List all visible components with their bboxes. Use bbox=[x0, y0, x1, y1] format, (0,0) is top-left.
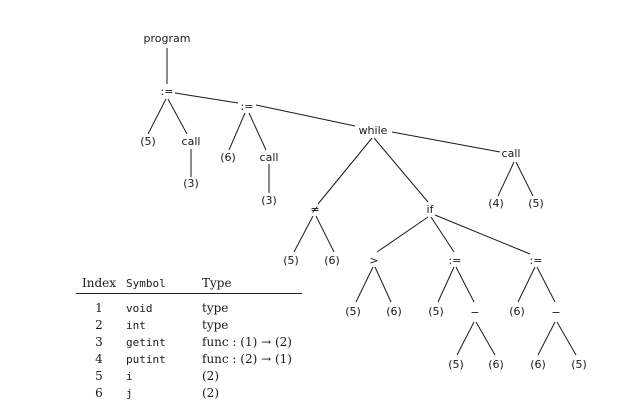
edge-call3-left bbox=[497, 161, 515, 197]
row-symbol: getint bbox=[126, 336, 166, 349]
row-symbol: void bbox=[126, 302, 153, 315]
node-m1-left: (5) bbox=[448, 358, 464, 371]
row-type: type bbox=[202, 301, 229, 315]
node-minus-1: − bbox=[470, 306, 479, 319]
edge-minus1-right bbox=[475, 321, 496, 356]
edge-neq-right bbox=[315, 215, 335, 253]
row-index: 1 bbox=[95, 301, 103, 315]
edge-assign1-call bbox=[167, 98, 188, 135]
row-type: type bbox=[202, 318, 229, 332]
row-type: func : (1) → (2) bbox=[202, 335, 292, 349]
edge-minus2-left bbox=[537, 321, 556, 356]
edge-while-call3 bbox=[391, 131, 501, 153]
row-symbol: i bbox=[126, 370, 133, 383]
edge-gt-left bbox=[355, 266, 374, 303]
row-symbol: int bbox=[126, 319, 146, 332]
edge-assign1-assign2 bbox=[174, 92, 239, 104]
tree-nodes: program := (5) call (3) := (6) call (3) … bbox=[140, 32, 587, 371]
edge-assign2-left bbox=[228, 112, 246, 151]
edge-while-neq bbox=[317, 137, 373, 205]
node-call-3: call bbox=[502, 147, 521, 160]
node-c3-right: (5) bbox=[528, 197, 544, 210]
edge-assign2-call bbox=[248, 112, 267, 151]
node-program: program bbox=[144, 32, 191, 45]
node-assign-1: := bbox=[161, 85, 174, 98]
node-gt: > bbox=[369, 254, 378, 267]
node-a1-call-arg: (3) bbox=[183, 177, 199, 190]
table-row: 4 putint func : (2) → (1) bbox=[76, 351, 302, 368]
edge-if-gt bbox=[376, 216, 429, 253]
table-row: 6 j (2) bbox=[76, 385, 302, 402]
edge-assign3-minus bbox=[455, 266, 475, 303]
edge-assign3-left bbox=[437, 266, 455, 303]
header-type: Type bbox=[202, 276, 302, 294]
node-while: while bbox=[359, 124, 388, 137]
edge-assign2-while bbox=[255, 104, 356, 127]
row-index: 6 bbox=[95, 386, 103, 400]
node-gt-left: (5) bbox=[345, 305, 361, 318]
tree-edges bbox=[147, 48, 577, 356]
node-a1-call: call bbox=[182, 135, 201, 148]
row-index: 4 bbox=[95, 352, 103, 366]
edge-assign1-left bbox=[147, 98, 167, 135]
node-m2-left: (6) bbox=[530, 358, 546, 371]
row-index: 5 bbox=[95, 369, 103, 383]
node-neq-right: (6) bbox=[324, 254, 340, 267]
node-a1-left: (5) bbox=[140, 135, 156, 148]
node-a3-left: (5) bbox=[428, 305, 444, 318]
row-index: 2 bbox=[95, 318, 103, 332]
table-row: 2 int type bbox=[76, 317, 302, 334]
node-m1-right: (6) bbox=[488, 358, 504, 371]
edge-gt-right bbox=[374, 266, 392, 303]
row-type: (2) bbox=[202, 369, 219, 383]
row-index: 3 bbox=[95, 335, 103, 349]
node-neq: ≠ bbox=[310, 203, 319, 216]
table-row: 3 getint func : (1) → (2) bbox=[76, 334, 302, 351]
node-a2-left: (6) bbox=[220, 151, 236, 164]
node-a4-left: (6) bbox=[509, 305, 525, 318]
edge-assign4-left bbox=[517, 266, 536, 303]
node-c3-left: (4) bbox=[488, 197, 504, 210]
node-assign-3: := bbox=[449, 254, 462, 267]
row-symbol: putint bbox=[126, 353, 166, 366]
row-type: (2) bbox=[202, 386, 219, 400]
row-symbol: j bbox=[126, 387, 133, 400]
node-neq-left: (5) bbox=[283, 254, 299, 267]
edge-minus2-right bbox=[556, 321, 577, 356]
header-index: Index bbox=[76, 276, 122, 294]
symbol-table-header: Index Symbol Type bbox=[76, 276, 302, 294]
node-a2-call-arg: (3) bbox=[261, 194, 277, 207]
edge-minus1-left bbox=[456, 321, 475, 356]
node-if: if bbox=[427, 203, 435, 216]
node-gt-right: (6) bbox=[386, 305, 402, 318]
edge-assign4-minus bbox=[536, 266, 556, 303]
edge-if-assign4 bbox=[434, 214, 531, 255]
table-row: 1 void type bbox=[76, 294, 302, 318]
symbol-table: Index Symbol Type 1 void type 2 int type… bbox=[76, 276, 302, 402]
edge-neq-left bbox=[293, 215, 314, 253]
node-assign-2: := bbox=[241, 100, 254, 113]
row-type: func : (2) → (1) bbox=[202, 352, 292, 366]
table-row: 5 i (2) bbox=[76, 368, 302, 385]
edge-while-if bbox=[373, 137, 429, 203]
edge-call3-right bbox=[515, 161, 534, 197]
node-minus-2: − bbox=[551, 306, 560, 319]
node-assign-4: := bbox=[530, 254, 543, 267]
node-a2-call: call bbox=[260, 151, 279, 164]
edge-if-assign3 bbox=[430, 216, 455, 253]
node-m2-right: (5) bbox=[571, 358, 587, 371]
header-symbol: Symbol bbox=[122, 276, 202, 294]
